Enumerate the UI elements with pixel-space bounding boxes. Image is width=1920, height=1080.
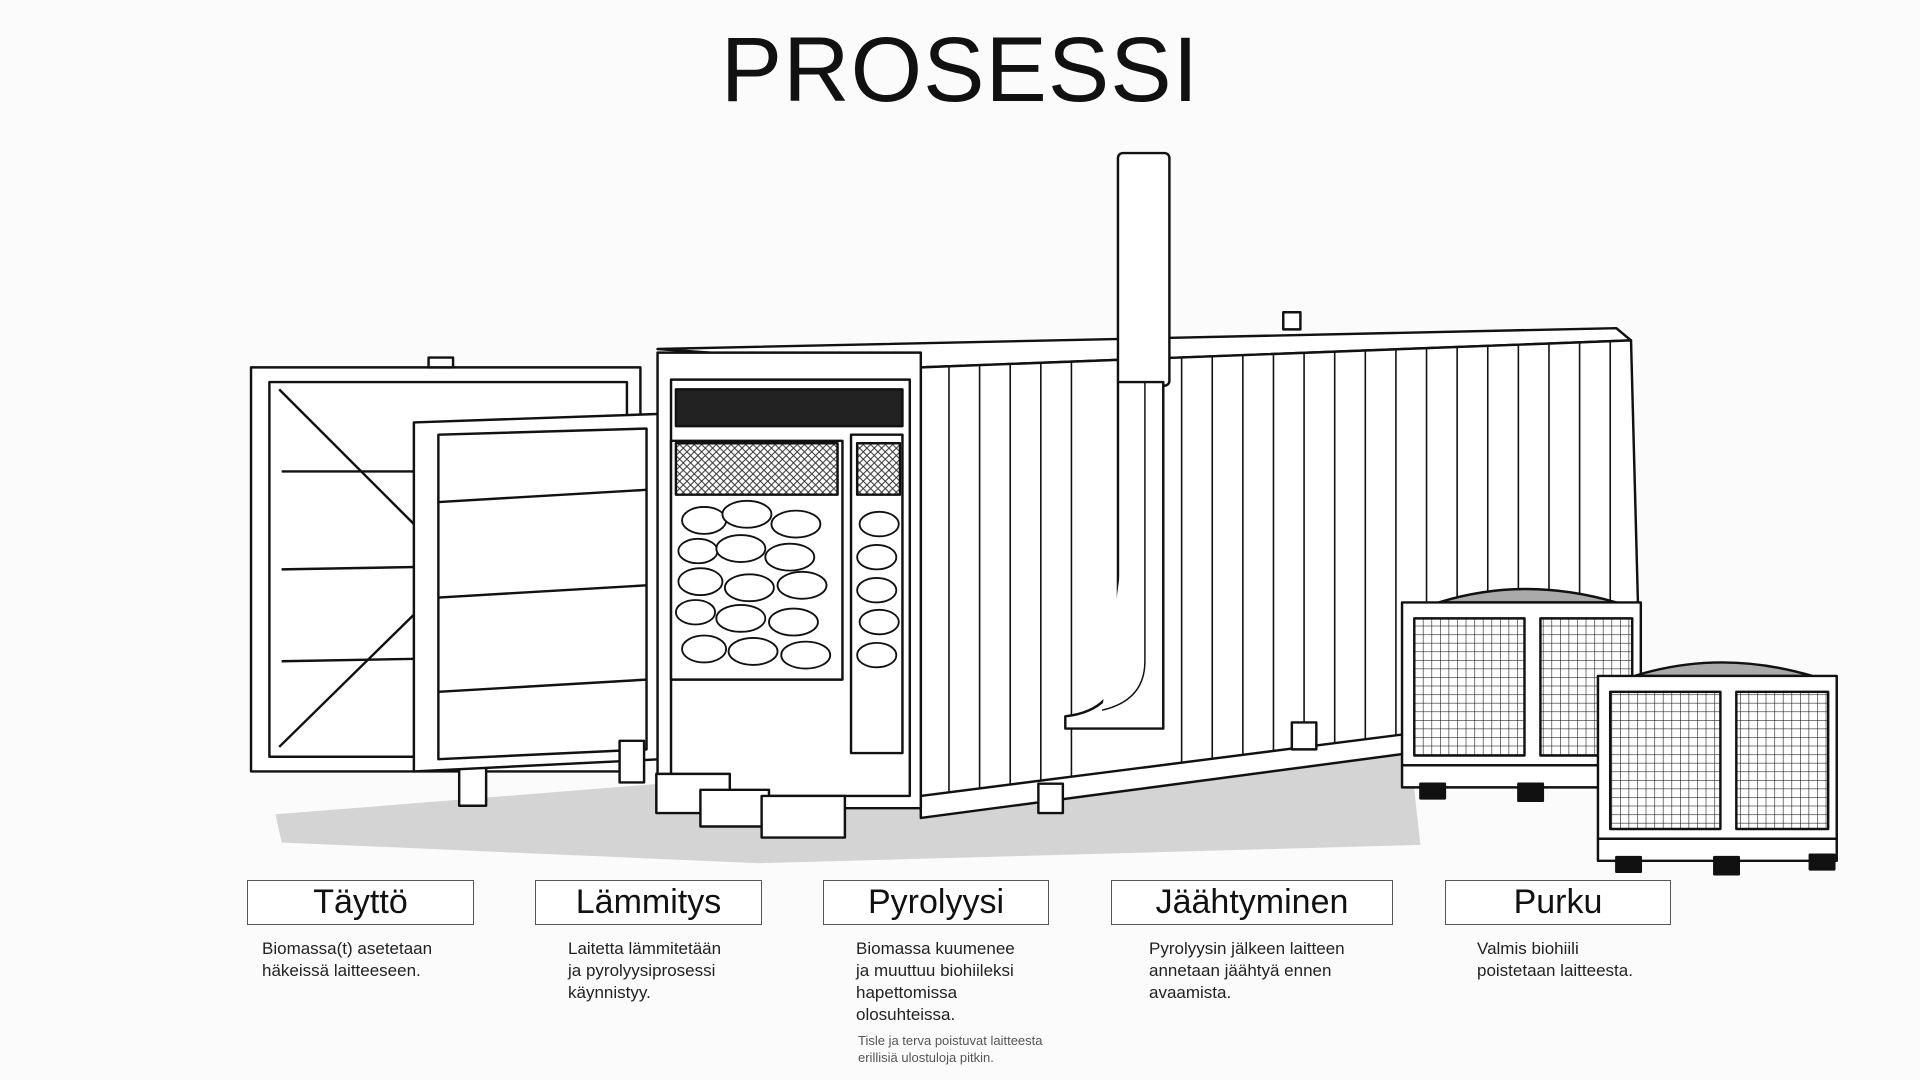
step-description-jaahtyminen: Pyrolyysin jälkeen laitteen annetaan jää… [1149,939,1345,1002]
page-title: PROSESSI [720,19,1200,121]
right-door [412,412,663,784]
step-label-pyrolyysi: Pyrolyysi [823,880,1049,925]
step-label-jaahtyminen: Jäähtyminen [1111,880,1393,925]
step-description-tayatto: Biomassa(t) asetetaan häkeissä laitteese… [262,939,433,980]
step-description-lammitys: Laitetta lämmitetään ja pyrolyysiprosess… [568,939,722,1002]
chimney [1064,151,1171,730]
step-note-pyrolyysi: Tisle ja terva poistuvat laitteesta eril… [858,1033,1043,1065]
step-label-lammitys: Lämmitys [535,880,762,925]
support-blocks [655,721,1318,839]
step-description-purku: Valmis biohiili poistetaan laitteesta. [1477,939,1633,980]
biomass-logs [675,499,900,670]
biochar-crate-2 [1596,661,1838,876]
step-label-tayatto: Täyttö [247,880,474,925]
step-description-pyrolyysi: Biomassa kuumenee ja muuttuu biohiileksi… [856,939,1015,1024]
step-label-purku: Purku [1445,880,1671,925]
